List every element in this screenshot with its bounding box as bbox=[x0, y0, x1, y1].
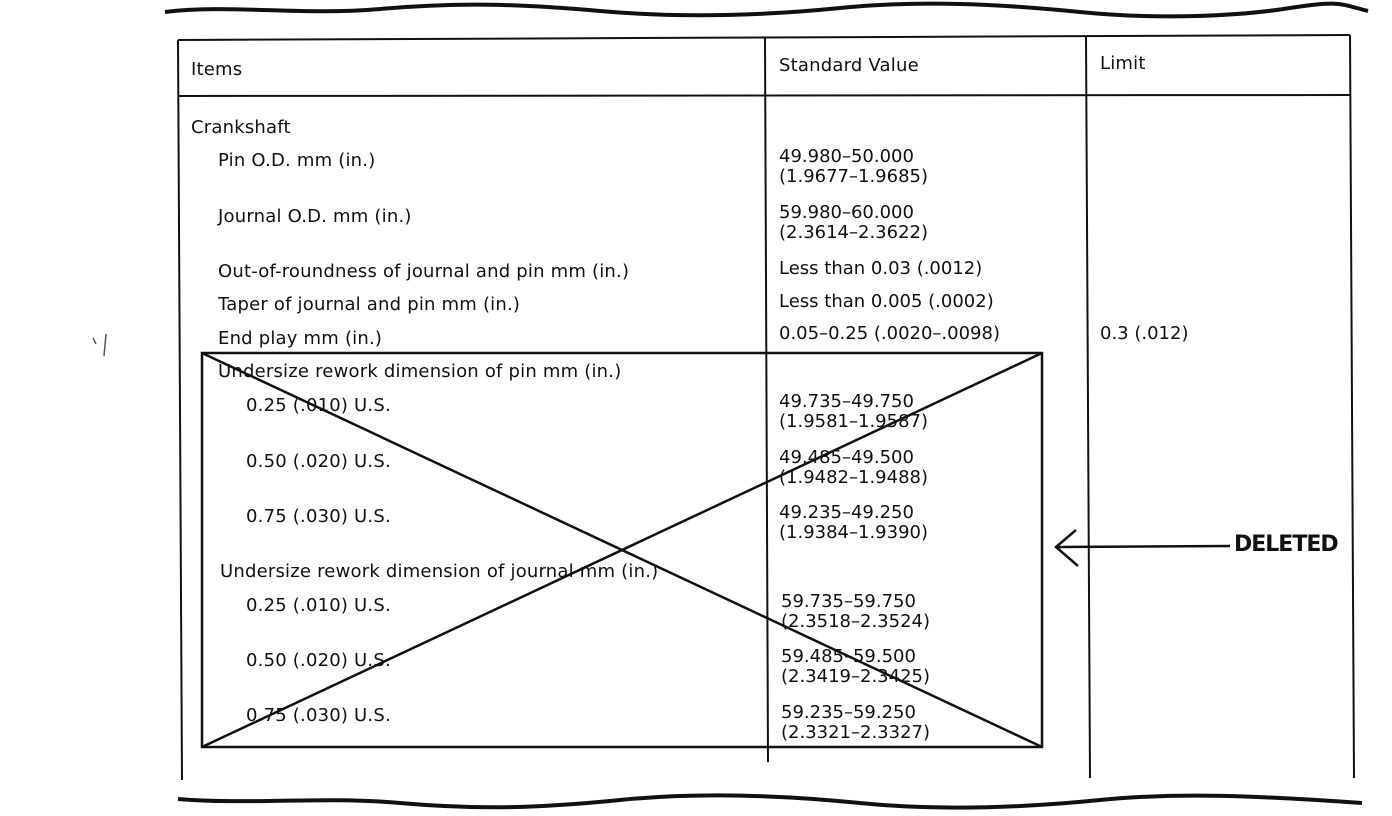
col-divider-1 bbox=[764, 37, 769, 763]
deleted-row-label: 0.50 (.020) U.S. bbox=[246, 650, 391, 671]
deleted-row-label: 0.75 (.030) U.S. bbox=[246, 705, 391, 726]
torn-top-edge bbox=[164, 1, 1369, 19]
deleted-row-standard-value: 59.735–59.750(2.3518–2.3524) bbox=[781, 591, 931, 632]
header-items: Items bbox=[191, 59, 243, 80]
row-label: Pin O.D. mm (in.) bbox=[218, 150, 376, 171]
deleted-row-label: 0.50 (.020) U.S. bbox=[246, 451, 391, 472]
row-standard-value: 49.980–50.000(1.9677–1.9685) bbox=[779, 146, 929, 187]
deleted-row-standard-value: 49.485–49.500(1.9482–1.9488) bbox=[779, 447, 929, 488]
deleted-row-standard-value: 59.485–59.500(2.3419–2.3425) bbox=[781, 646, 931, 687]
row-label: Journal O.D. mm (in.) bbox=[218, 206, 412, 227]
table-right-border bbox=[1349, 34, 1355, 779]
deleted-row-label: Undersize rework dimension of pin mm (in… bbox=[218, 361, 622, 382]
deleted-row-label: 0.25 (.010) U.S. bbox=[246, 395, 391, 416]
deleted-row-standard-value: 59.235–59.250(2.3321–2.3327) bbox=[781, 702, 931, 743]
row-label: Taper of journal and pin mm (in.) bbox=[218, 294, 521, 315]
row-standard-value: 59.980–60.000(2.3614–2.3622) bbox=[779, 202, 929, 243]
header-limit: Limit bbox=[1100, 53, 1146, 74]
torn-bottom-edge bbox=[177, 793, 1363, 810]
table-top-border bbox=[177, 34, 1351, 41]
deleted-row-standard-value: 49.735–49.750(1.9581–1.9587) bbox=[779, 391, 929, 432]
table-left-border bbox=[177, 39, 183, 781]
header-standard-value: Standard Value bbox=[779, 55, 919, 76]
row-standard-value: 0.05–0.25 (.0020–.0098) bbox=[779, 323, 1000, 344]
deleted-box bbox=[200, 351, 1044, 749]
section-title: Crankshaft bbox=[191, 117, 291, 138]
margin-mark bbox=[92, 333, 107, 357]
row-standard-value: Less than 0.005 (.0002) bbox=[779, 291, 994, 312]
cross-line-2 bbox=[201, 351, 1043, 749]
arrow-left-icon bbox=[1054, 529, 1231, 567]
row-limit-value: 0.3 (.012) bbox=[1100, 323, 1189, 344]
deleted-row-standard-value: 49.235–49.250(1.9384–1.9390) bbox=[779, 502, 929, 543]
col-divider-2 bbox=[1085, 35, 1091, 779]
deleted-row-label: 0.25 (.010) U.S. bbox=[246, 595, 391, 616]
row-label: End play mm (in.) bbox=[218, 328, 383, 349]
deleted-annotation: DELETED bbox=[1234, 532, 1339, 557]
deleted-row-label: 0.75 (.030) U.S. bbox=[246, 506, 391, 527]
row-label: Out-of-roundness of journal and pin mm (… bbox=[218, 261, 630, 282]
row-standard-value: Less than 0.03 (.0012) bbox=[779, 258, 983, 279]
header-divider bbox=[177, 94, 1351, 97]
deleted-row-label: Undersize rework dimension of journal mm… bbox=[220, 561, 659, 582]
